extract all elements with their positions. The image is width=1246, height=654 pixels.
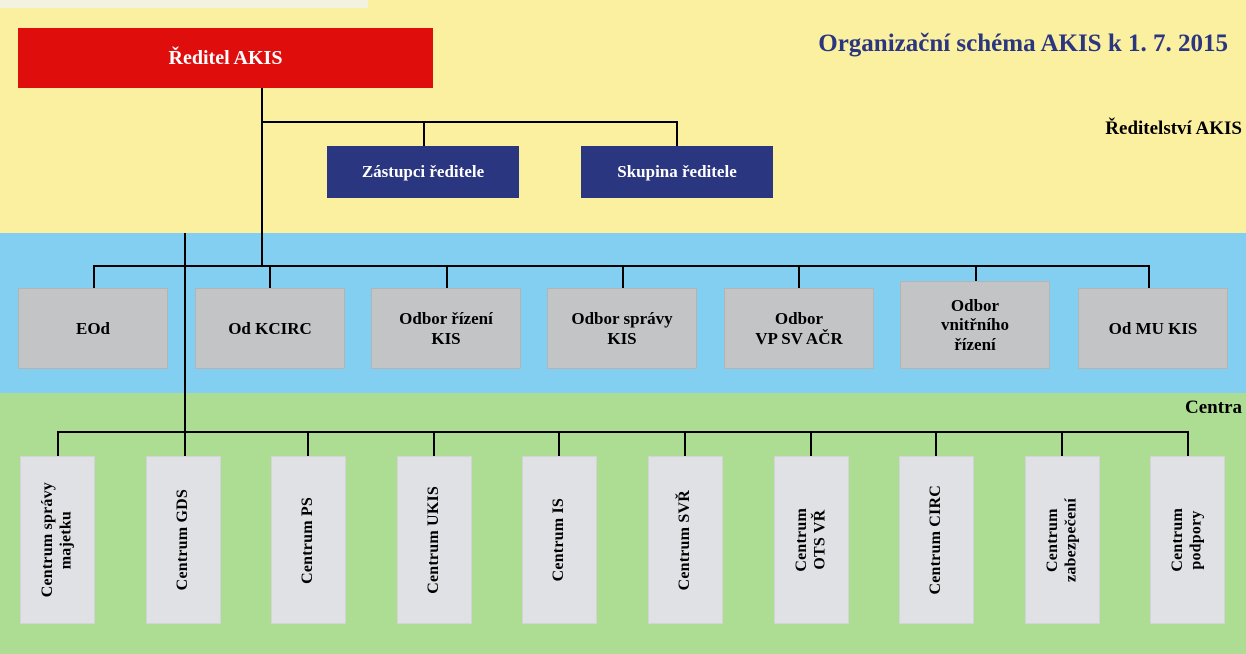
box-department-od-kcirc[interactable]: Od KCIRC <box>195 288 345 369</box>
band-label-centres: Centra <box>1185 397 1242 418</box>
top-strip-right <box>368 0 1246 8</box>
connector-drop-centre-7 <box>810 431 812 456</box>
box-centre-ots-vr[interactable]: Centrum OTS VŘ <box>774 456 849 624</box>
box-department-spravy-kis-label: Odbor správy KIS <box>571 308 673 348</box>
box-director-label: Ředitel AKIS <box>168 46 283 69</box>
box-department-vnitrniho-rizeni-label: Odbor vnitřního řízení <box>940 295 1010 354</box>
top-strip <box>0 0 368 8</box>
box-director[interactable]: Ředitel AKIS <box>18 28 433 88</box>
connector-staff-bus <box>261 121 678 123</box>
box-director-group[interactable]: Skupina ředitele <box>581 146 773 198</box>
box-department-eod[interactable]: EOd <box>18 288 168 369</box>
box-department-eod-label: EOd <box>75 318 111 338</box>
box-centre-svr[interactable]: Centrum SVŘ <box>648 456 723 624</box>
connector-drop-deputies <box>423 121 425 146</box>
connector-centres-bus <box>57 431 1188 433</box>
box-centre-podpory[interactable]: Centrum podpory <box>1150 456 1225 624</box>
connector-director-to-departments <box>261 121 263 266</box>
connector-drop-centre-4 <box>433 431 435 456</box>
band-label-direction: Ředitelství AKIS <box>1105 118 1242 139</box>
connector-drop-dept-7 <box>1148 265 1150 288</box>
connector-drop-dept-6 <box>975 265 977 288</box>
box-centre-circ[interactable]: Centrum CIRC <box>899 456 974 624</box>
box-centre-is[interactable]: Centrum IS <box>522 456 597 624</box>
box-department-rizeni-kis-label: Odbor řízení KIS <box>399 308 493 348</box>
box-department-vnitrniho-rizeni[interactable]: Odbor vnitřního řízení <box>900 281 1050 369</box>
connector-drop-dept-5 <box>798 265 800 288</box>
connector-drop-centre-8 <box>935 431 937 456</box>
box-centre-is-label: Centrum IS <box>550 498 568 582</box>
box-centre-ukis[interactable]: Centrum UKIS <box>397 456 472 624</box>
box-director-group-label: Skupina ředitele <box>617 162 737 182</box>
box-department-vp-sv-acr[interactable]: Odbor VP SV AČR <box>724 288 874 369</box>
connector-drop-centre-6 <box>684 431 686 456</box>
box-centre-ps-label: Centrum PS <box>299 496 317 584</box>
connector-drop-centre-10 <box>1187 431 1189 456</box>
box-deputy-directors-label: Zástupci ředitele <box>361 162 485 182</box>
box-department-od-mu-kis-label: Od MU KIS <box>1108 318 1198 338</box>
box-centre-zabezpeceni-label: Centrum zabezpečení <box>1044 498 1080 582</box>
chart-title: Organizační schéma AKIS k 1. 7. 2015 <box>818 30 1228 57</box>
box-centre-ukis-label: Centrum UKIS <box>425 486 443 594</box>
box-department-od-mu-kis[interactable]: Od MU KIS <box>1078 288 1228 369</box>
box-department-vp-sv-acr-label: Odbor VP SV AČR <box>755 308 843 348</box>
box-department-od-kcirc-label: Od KCIRC <box>228 318 312 338</box>
connector-drop-group <box>676 121 678 146</box>
connector-drop-centre-3 <box>307 431 309 456</box>
box-centre-spravy-majetku[interactable]: Centrum správy majetku <box>20 456 95 624</box>
connector-drop-dept-1 <box>93 265 95 288</box>
box-centre-svr-label: Centrum SVŘ <box>676 489 694 591</box>
box-centre-zabezpeceni[interactable]: Centrum zabezpečení <box>1025 456 1100 624</box>
box-centre-spravy-majetku-label: Centrum správy majetku <box>39 482 75 598</box>
connector-drop-centre-9 <box>1061 431 1063 456</box>
box-centre-gds-label: Centrum GDS <box>174 489 192 591</box>
connector-departments-bus <box>93 265 1149 267</box>
box-department-spravy-kis[interactable]: Odbor správy KIS <box>547 288 697 369</box>
connector-long-vertical-gds <box>184 233 186 498</box>
connector-drop-dept-4 <box>622 265 624 288</box>
box-centre-podpory-label: Centrum podpory <box>1169 508 1205 572</box>
box-centre-ots-vr-label: Centrum OTS VŘ <box>793 508 829 572</box>
box-deputy-directors[interactable]: Zástupci ředitele <box>327 146 519 198</box>
connector-drop-centre-1 <box>57 431 59 456</box>
connector-drop-dept-2 <box>269 265 271 288</box>
box-department-rizeni-kis[interactable]: Odbor řízení KIS <box>371 288 521 369</box>
box-centre-gds[interactable]: Centrum GDS <box>146 456 221 624</box>
connector-drop-dept-3 <box>446 265 448 288</box>
box-centre-ps[interactable]: Centrum PS <box>271 456 346 624</box>
box-centre-circ-label: Centrum CIRC <box>927 485 945 595</box>
connector-director-stem <box>261 88 263 122</box>
connector-drop-centre-5 <box>558 431 560 456</box>
